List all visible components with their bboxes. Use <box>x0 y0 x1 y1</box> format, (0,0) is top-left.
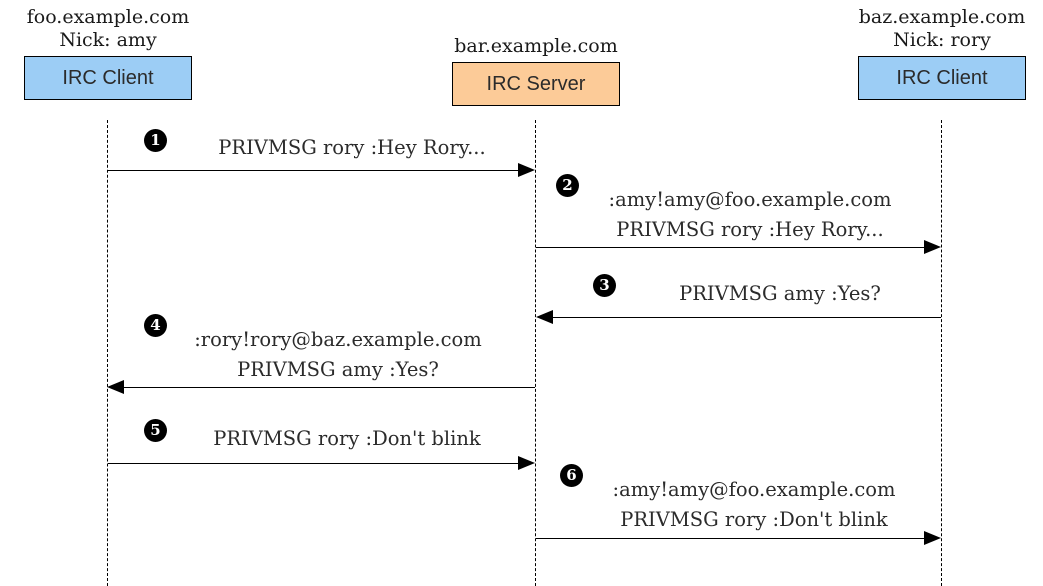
message-1-badge: 1 <box>144 129 167 152</box>
message-4-line <box>124 387 535 388</box>
message-1-arrowhead <box>518 163 535 177</box>
lifeline-amy-client <box>107 120 108 586</box>
message-5-arrowhead <box>518 456 535 470</box>
participant-box-irc-client-amy[interactable]: IRC Client <box>24 56 192 100</box>
message-1-text-line-1: PRIVMSG rory :Hey Rory... <box>218 136 486 159</box>
participant-nick-label: Nick: amy <box>59 29 157 51</box>
message-2-text-line-2: PRIVMSG rory :Hey Rory... <box>616 218 884 241</box>
lifeline-irc-server <box>535 120 536 586</box>
message-4-text-line-1: :rory!rory@baz.example.com <box>194 328 482 351</box>
message-3-text: PRIVMSG amy :Yes? <box>620 279 940 309</box>
message-4-text-line-2: PRIVMSG amy :Yes? <box>237 358 439 381</box>
message-3-badge: 3 <box>593 274 616 297</box>
message-5-text: PRIVMSG rory :Don't blink <box>172 424 522 454</box>
message-6-text-line-1: :amy!amy@foo.example.com <box>612 478 896 501</box>
message-6-text-line-2: PRIVMSG rory :Don't blink <box>620 508 888 531</box>
message-2-text: :amy!amy@foo.example.com PRIVMSG rory :H… <box>580 185 920 245</box>
message-2-badge: 2 <box>556 174 579 197</box>
message-4-text: :rory!rory@baz.example.com PRIVMSG amy :… <box>168 325 508 385</box>
participant-rory-client: baz.example.com Nick: rory IRC Client <box>844 6 1040 100</box>
message-5-line <box>108 463 525 464</box>
participant-irc-server: bar.example.com IRC Server <box>438 35 634 106</box>
message-5-badge: 5 <box>144 419 167 442</box>
message-3-text-line-1: PRIVMSG amy :Yes? <box>679 282 881 305</box>
participant-host-label: bar.example.com <box>454 35 618 57</box>
participant-box-label: IRC Client <box>62 66 154 89</box>
message-6-badge: 6 <box>560 464 583 487</box>
message-2-arrowhead <box>924 240 941 254</box>
message-3-line <box>553 317 941 318</box>
message-2-text-line-1: :amy!amy@foo.example.com <box>608 188 892 211</box>
message-1-text: PRIVMSG rory :Hey Rory... <box>172 133 532 163</box>
participant-box-label: IRC Client <box>896 66 988 89</box>
message-6-arrowhead <box>924 531 941 545</box>
message-6-line <box>536 538 931 539</box>
participant-host-label: foo.example.com <box>26 6 190 28</box>
participant-amy-client: foo.example.com Nick: amy IRC Client <box>10 6 206 100</box>
participant-host-label: baz.example.com <box>858 6 1026 28</box>
participant-box-irc-client-rory[interactable]: IRC Client <box>858 56 1026 100</box>
participant-box-irc-server[interactable]: IRC Server <box>452 62 620 106</box>
message-6-text: :amy!amy@foo.example.com PRIVMSG rory :D… <box>584 475 924 535</box>
participant-box-label: IRC Server <box>486 72 586 95</box>
message-2-line <box>536 247 931 248</box>
participant-nick-label: Nick: rory <box>893 29 991 51</box>
message-4-arrowhead <box>107 380 124 394</box>
message-5-text-line-1: PRIVMSG rory :Don't blink <box>213 427 481 450</box>
message-3-arrowhead <box>536 310 553 324</box>
lifeline-rory-client <box>941 120 942 586</box>
message-1-line <box>108 170 525 171</box>
message-4-badge: 4 <box>144 314 167 337</box>
